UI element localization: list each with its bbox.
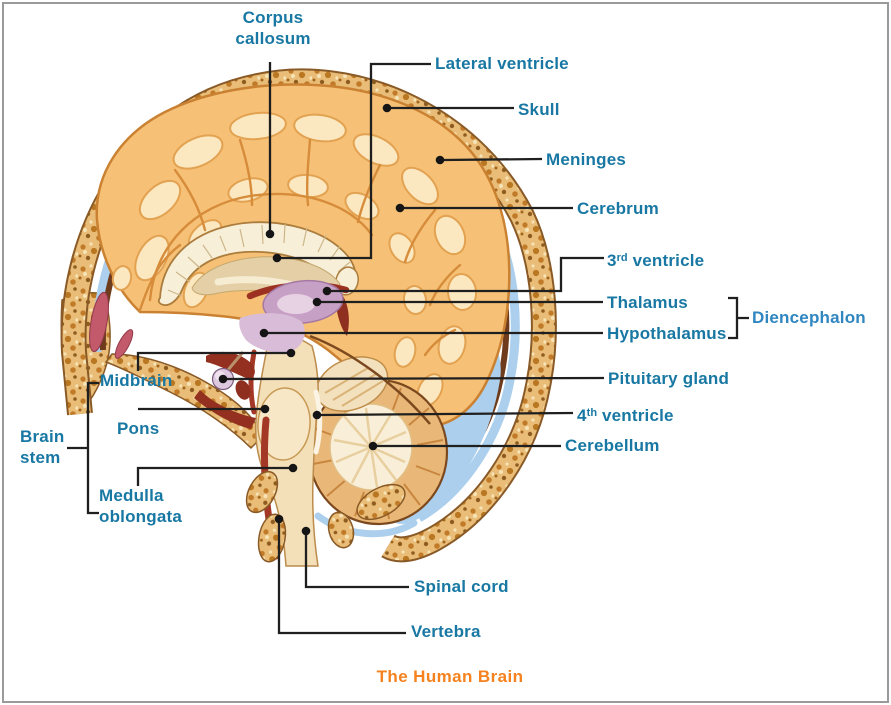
csf-band-lower (314, 512, 418, 538)
leader-lines (67, 62, 749, 635)
marrow-sliver (89, 291, 109, 353)
label-fourth-ventricle-word: ventricle (597, 406, 674, 425)
label-fourth-ventricle-ordinal: th (586, 407, 598, 419)
label-thalamus: Thalamus (607, 293, 688, 312)
label-corpus-callosum: Corpus callosum (235, 8, 311, 48)
marrow-sliver (114, 329, 134, 359)
label-pons: Pons (117, 419, 160, 438)
pituitary-stalk (226, 351, 245, 371)
label-spinal-cord: Spinal cord (414, 577, 509, 596)
label-skull: Skull (518, 100, 560, 119)
label-cerebrum: Cerebrum (577, 199, 659, 218)
fourth-ventricle-space (313, 389, 323, 455)
label-hypothalamus: Hypothalamus (607, 324, 727, 343)
leader-fourth-ventricle (320, 411, 574, 417)
label-third-ventricle-word: ventricle (627, 251, 705, 270)
label-midbrain: Midbrain (100, 371, 173, 390)
label-third-ventricle-number: 3 (607, 251, 617, 270)
label-vertebra: Vertebra (411, 622, 481, 641)
label-third-ventricle: 3rd ventricle (607, 248, 704, 271)
pons (257, 387, 311, 461)
brain-stem-bracket (67, 381, 99, 515)
basilar-artery (248, 349, 257, 415)
diagram-title: The Human Brain (376, 667, 524, 686)
label-medulla-oblongata: Medulla oblongata (99, 486, 183, 526)
leader-midbrain (136, 351, 287, 371)
leader-spinal-cord (304, 535, 409, 589)
leader-third-ventricle (331, 256, 604, 293)
label-lateral-ventricle: Lateral ventricle (435, 54, 569, 73)
head-section-art (60, 68, 557, 567)
thalamus-highlight (277, 294, 315, 314)
label-fourth-ventricle-number: 4 (577, 406, 587, 425)
label-pituitary-gland: Pituitary gland (608, 369, 730, 388)
leader-vertebra (277, 523, 406, 635)
label-meninges: Meninges (546, 150, 627, 169)
label-fourth-ventricle: 4th ventricle (577, 403, 674, 426)
sellar-vessel (235, 380, 251, 400)
leader-dots (218, 103, 445, 536)
label-brain-stem: Brain stem (20, 427, 65, 467)
label-third-ventricle-ordinal: rd (616, 252, 628, 264)
label-diencephalon: Diencephalon (752, 308, 866, 327)
label-cerebellum: Cerebellum (565, 436, 660, 455)
vertebrae (245, 470, 406, 563)
leader-medulla-oblongata (136, 466, 289, 486)
leader-lateral-ventricle (281, 62, 431, 260)
leader-meninges (443, 157, 543, 162)
tentorium (309, 334, 431, 425)
leader-pituitary-gland (226, 376, 605, 381)
diencephalon-bracket (728, 296, 749, 340)
